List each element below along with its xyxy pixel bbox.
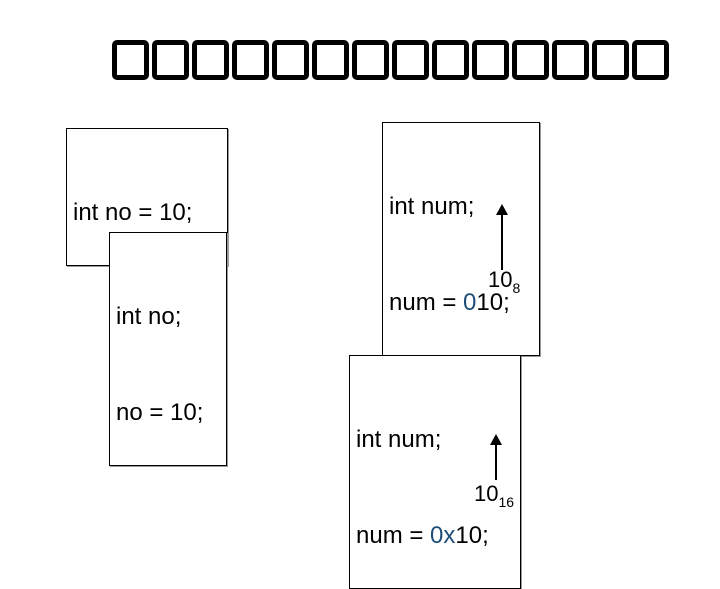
code-text: num = [389,289,464,316]
missing-glyph-icon [192,40,229,80]
code-text: num = [356,522,431,549]
octal-base-label: 108 [488,268,520,300]
missing-glyph-icon [392,40,429,80]
code-line: num = 0x10; [356,520,514,552]
base-value: 10 [488,267,513,292]
missing-glyph-icon [272,40,309,80]
code-box-decimal-assign: int no; no = 10; [109,232,227,466]
missing-glyph-icon [592,40,629,80]
base-subscript: 8 [512,280,521,296]
code-line: int no; [116,303,182,330]
code-text: 10; [476,289,510,316]
missing-glyph-icon [312,40,349,80]
missing-glyph-icon [152,40,189,80]
missing-glyph-icon [352,40,389,80]
code-box-octal: int num; num = 010; [382,122,540,356]
base-subscript: 16 [498,494,515,510]
missing-glyph-icon [552,40,589,80]
arrow-up-icon [490,434,502,480]
code-line: int no = 10; [73,199,193,226]
missing-glyph-icon [472,40,509,80]
base-value: 10 [474,481,499,506]
hex-prefix: 0x [430,522,456,549]
missing-glyph-icon [232,40,269,80]
hex-base-label: 1016 [474,482,514,514]
missing-glyph-icon [632,40,669,80]
missing-glyph-icon [512,40,549,80]
arrow-up-icon [496,204,508,270]
missing-glyph-icon [112,40,149,80]
missing-glyph-icon [432,40,469,80]
code-line: num = 010; [389,287,533,319]
slide-title [112,40,669,80]
code-line: int num; [389,193,475,220]
octal-prefix: 0 [463,289,477,316]
code-line: int num; [356,426,442,453]
code-text: 10; [455,522,489,549]
code-line: no = 10; [116,399,204,426]
